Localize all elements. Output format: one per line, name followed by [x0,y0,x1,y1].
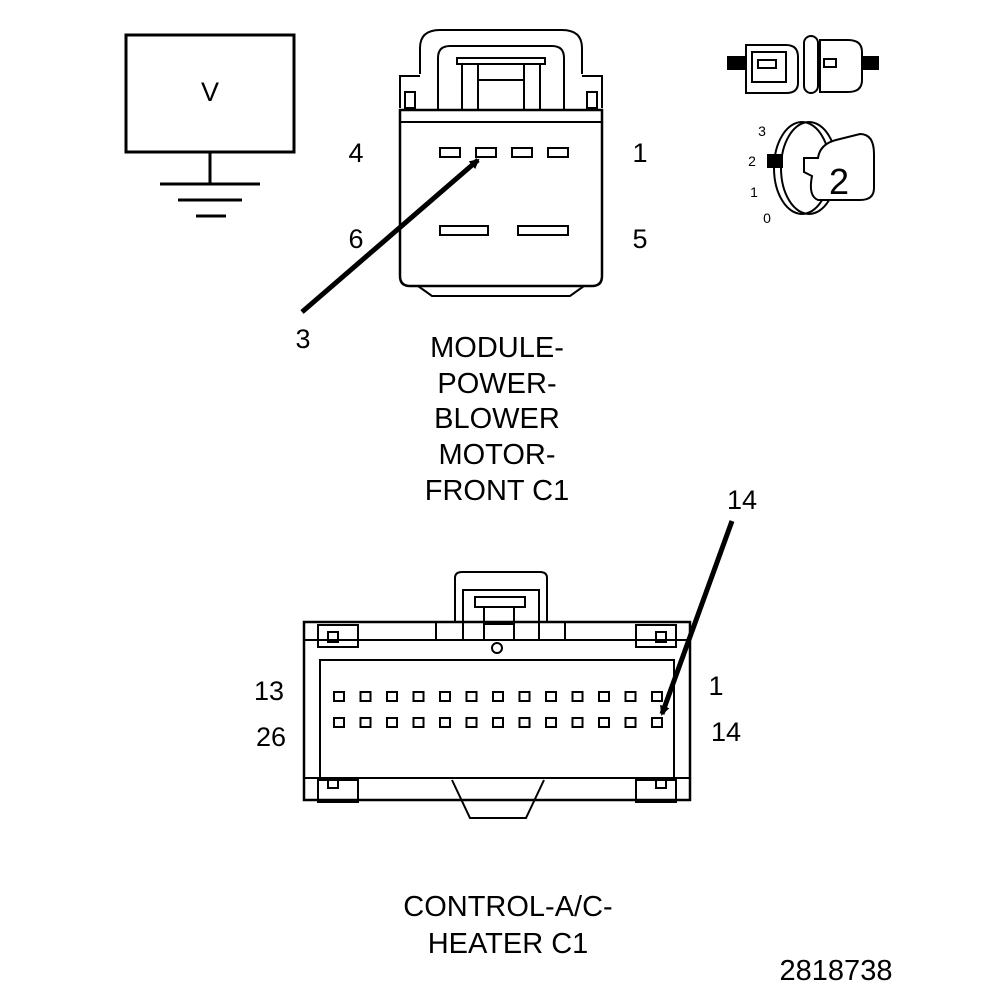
hvac-pin-cavity [545,691,557,702]
hvac-pin-cavity [359,691,372,702]
hvac-pin-cavity [571,691,584,702]
blower-pin-label-top-left: 4 [348,138,363,168]
hvac-pin-cavity [333,717,345,728]
hvac-pin-label-row1-right: 1 [708,671,723,701]
hvac-pin-cavity [439,717,451,728]
ignition-selected-position: 2 [829,161,849,202]
hvac-connector-caption: CONTROL-A/C- HEATER C1 [403,891,612,960]
hvac-pin-cavity [651,691,663,702]
ignition-position-2: 2 [748,153,756,169]
hvac-pin-cavity [651,717,663,728]
hvac-pin-label-row2-right: 14 [711,717,741,747]
ignition-position-0: 0 [763,210,771,226]
hvac-pin-cavity [571,717,584,728]
ignition-position-3: 3 [758,123,766,139]
hvac-pin-cavity [386,717,398,728]
hvac-pin-cavity [359,717,372,728]
hvac-pin-cavity [492,717,504,728]
hvac-callout-number: 14 [727,485,757,515]
hvac-pin-cavity [518,691,531,702]
hvac-pin-cavity [412,691,425,702]
blower-pin-label-bottom-left: 6 [348,224,363,254]
hvac-pin-cavity [412,717,425,728]
blower-caption-line-2: POWER- [437,368,556,400]
hvac-pin-cavity [624,691,637,702]
hvac-pin-cavity [439,691,451,702]
hvac-pin-cavity [545,717,557,728]
hvac-pin-cavity [598,717,610,728]
blower-callout-number: 3 [295,324,310,354]
blower-callout-arrow [300,158,480,314]
hvac-pin-cavity [518,717,531,728]
hvac-pin-cavity [465,717,478,728]
blower-caption-line-5: FRONT C1 [425,475,569,507]
blower-pin-label-top-right: 1 [632,138,647,168]
blower-caption-line-1: MODULE- [430,332,564,364]
hvac-callout-arrow [659,520,735,716]
hvac-caption-line-2: HEATER C1 [428,928,589,960]
hvac-caption-line-1: CONTROL-A/C- [403,891,612,923]
blower-caption-line-3: BLOWER [434,403,560,435]
blower-caption-line-4: MOTOR- [438,439,555,471]
hvac-pin-label-row2-left: 26 [256,722,286,752]
connector-disconnect-icon [727,35,879,94]
hvac-pin-cavity [598,691,610,702]
blower-connector-caption: MODULE- POWER- BLOWER MOTOR- FRONT C1 [425,332,569,507]
hvac-connector [302,571,692,819]
figure-id: 2818738 [780,955,893,987]
hvac-pin-cavity [492,691,504,702]
hvac-pin-label-row1-left: 13 [254,676,284,706]
blower-connector [398,29,604,297]
ignition-switch-icon [767,121,875,215]
voltmeter-ground-symbol: V [124,33,296,218]
hvac-pin-grid [333,691,663,728]
hvac-pin-cavity [624,717,637,728]
blower-pin-label-bottom-right: 5 [632,224,647,254]
voltmeter-label: V [201,77,219,107]
hvac-pin-cavity [465,691,478,702]
ground-icon [160,152,260,218]
ignition-position-1: 1 [750,184,758,200]
hvac-pin-cavity [386,691,398,702]
hvac-pin-cavity [333,691,345,702]
